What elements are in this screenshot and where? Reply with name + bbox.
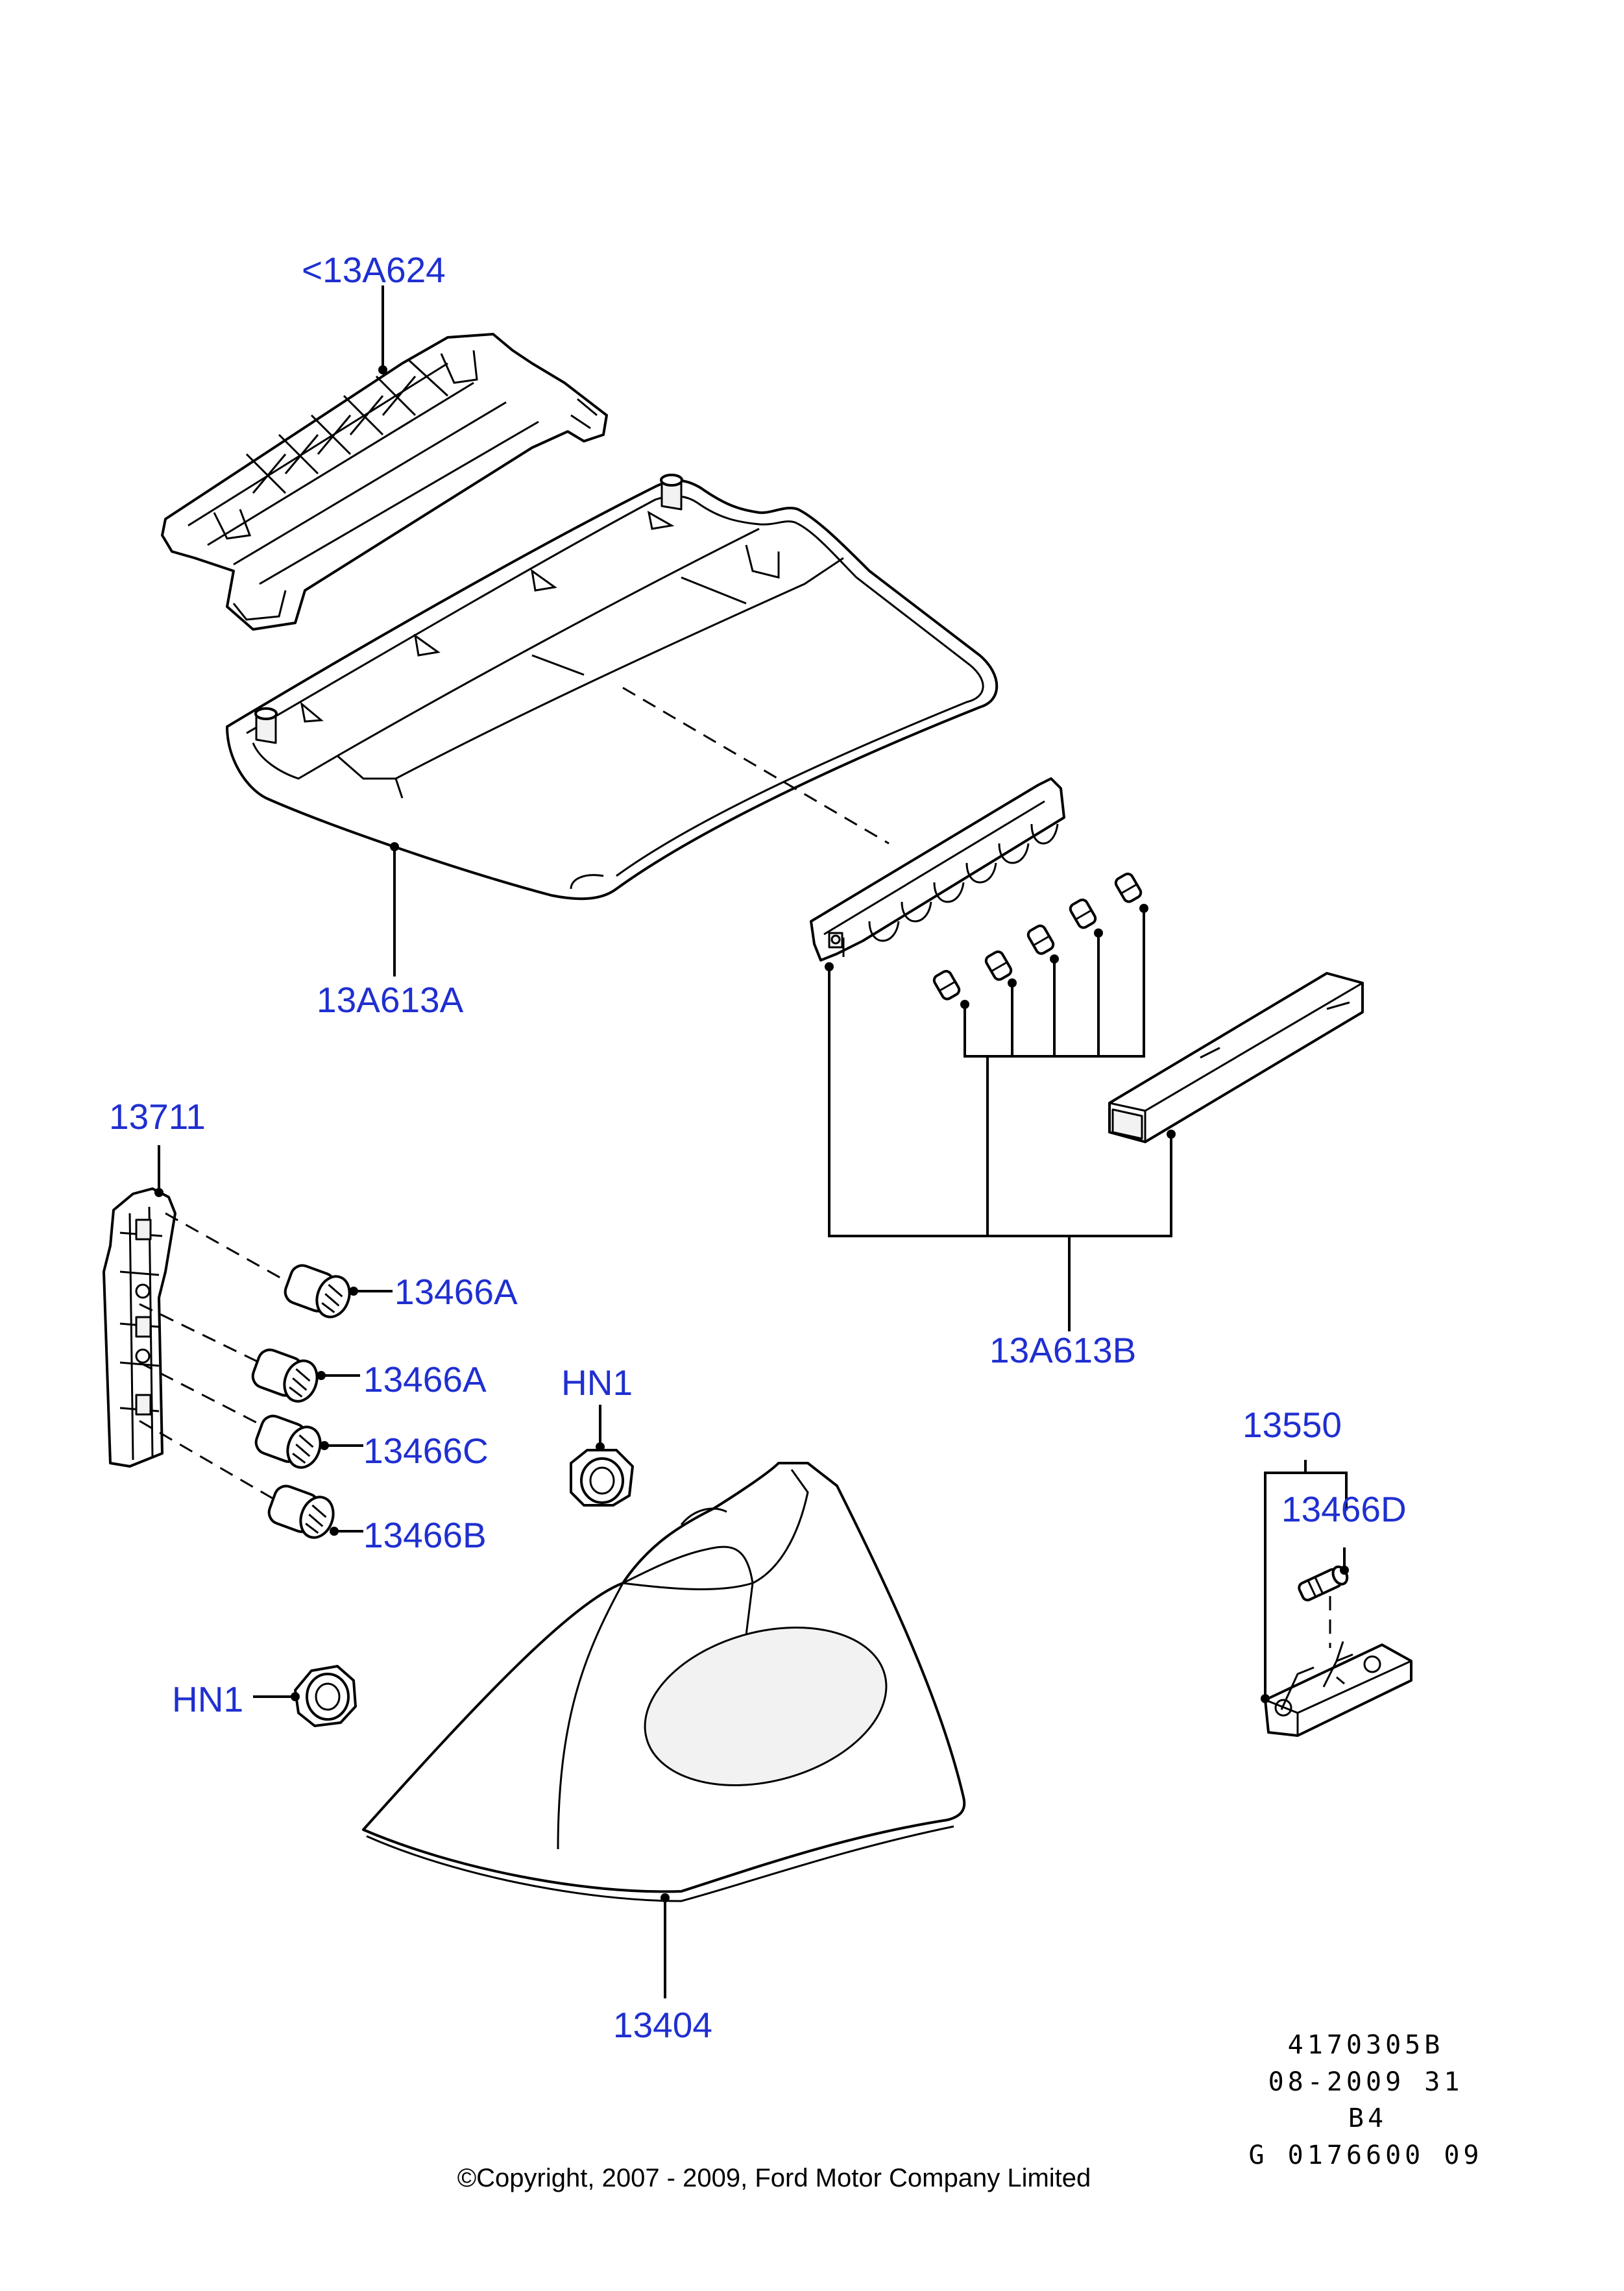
led-assembly-leaders: [828, 908, 1172, 1331]
label-bulb-2: 13466A: [363, 1359, 487, 1400]
bulbs: [139, 1212, 393, 1539]
label-bulb-3: 13466C: [363, 1431, 489, 1471]
label-nut-upper: HN1: [561, 1363, 633, 1403]
reference-line-2: 08-2009 31: [1268, 2067, 1464, 2097]
label-led-assembly: 13A613B: [989, 1330, 1136, 1370]
bracket-part: [161, 333, 608, 631]
label-bracket: <13A624: [302, 250, 446, 290]
label-plate-bulb: 13466D: [1281, 1489, 1407, 1529]
copyright-notice: ©Copyright, 2007 - 2009, Ford Motor Comp…: [457, 2164, 1091, 2192]
plate-lamp-part: [1261, 1641, 1412, 1737]
label-bulb-1: 13466A: [394, 1272, 518, 1312]
reference-line-3: B4: [1348, 2103, 1387, 2133]
label-plate-lamp: 13550: [1242, 1405, 1342, 1445]
plate-bulb-part: [1298, 1565, 1349, 1648]
label-socket-plate: 13711: [109, 1097, 206, 1137]
nut-lower-part: [253, 1665, 357, 1727]
label-housing: 13A613A: [317, 980, 464, 1020]
led-strip-part: [810, 777, 1065, 971]
reference-line-1: 4170305B: [1288, 2030, 1444, 2060]
label-nut-lower: HN1: [172, 1679, 243, 1719]
plate-lamp-leaders: [1264, 1460, 1348, 1699]
reference-line-4: G 0176600 09: [1249, 2140, 1483, 2170]
nut-upper-part: [570, 1405, 634, 1507]
led-bar-part: [1108, 972, 1364, 1143]
housing-part: [226, 474, 999, 901]
label-tail-lamp: 13404: [613, 2005, 712, 2045]
housing-guide-line: [622, 686, 890, 845]
socket-plate-part: [103, 1187, 176, 1468]
label-bulb-4: 13466B: [363, 1515, 487, 1555]
led-bulbs: [932, 872, 1148, 1009]
tail-lamp-part: [362, 1462, 966, 1998]
